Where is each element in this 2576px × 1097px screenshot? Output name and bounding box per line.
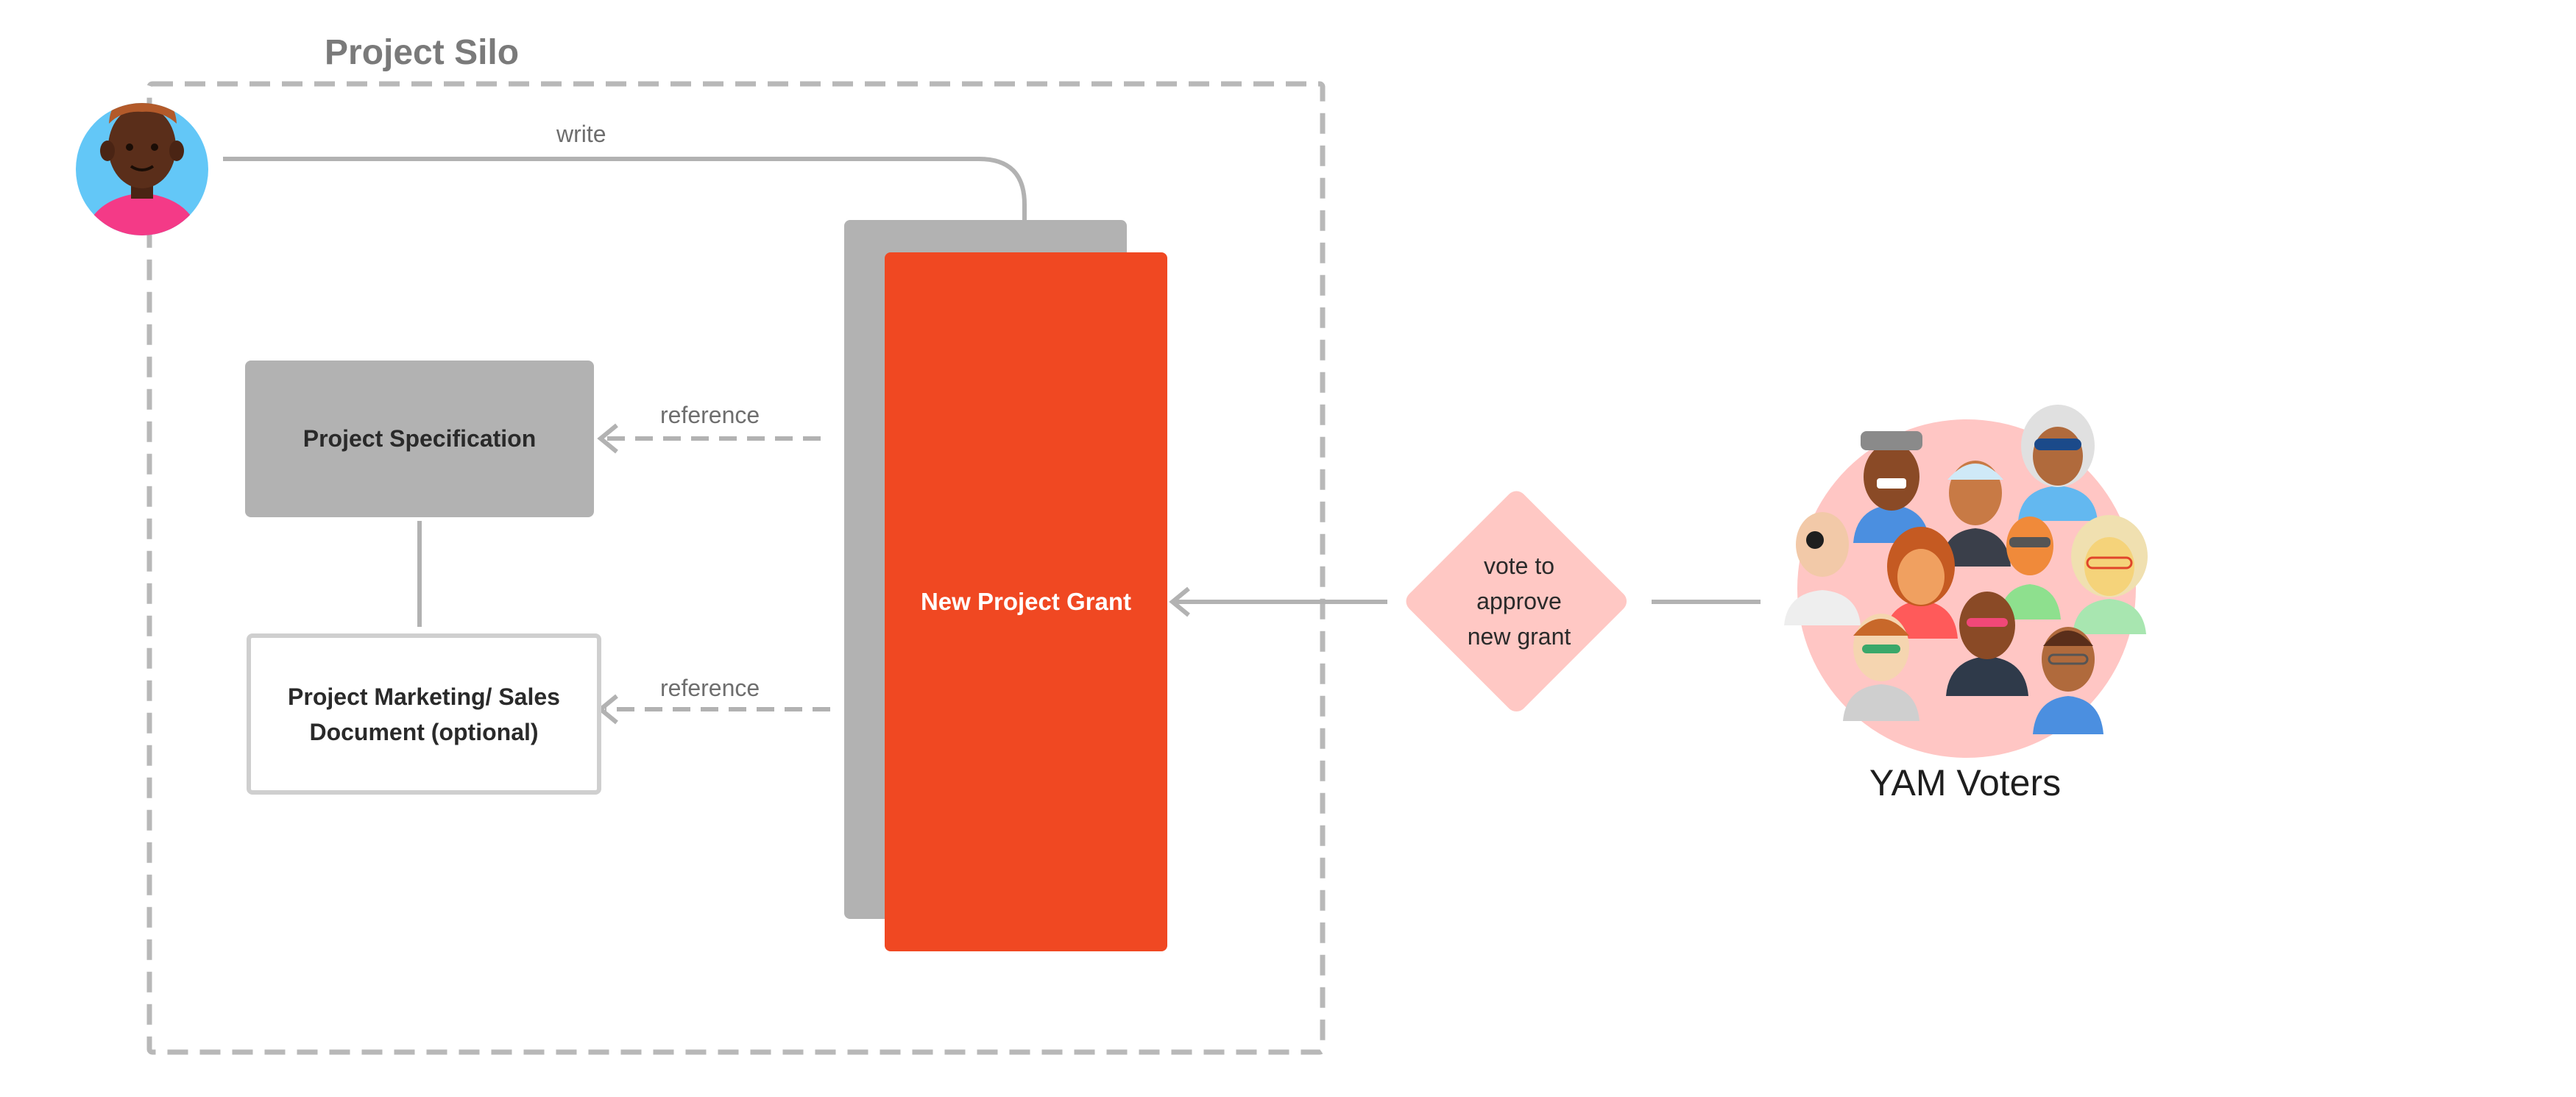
project-marketing-box[interactable]: Project Marketing/ Sales Document (optio… (247, 633, 601, 795)
voter-avatar (2033, 627, 2103, 734)
voter-avatar (1884, 527, 1958, 639)
reference-marketing-label: reference (660, 675, 760, 701)
project-marketing-label: Project Marketing/ Sales Document (optio… (288, 683, 560, 745)
silo-title: Project Silo (325, 33, 520, 72)
voter-avatar (2071, 515, 2148, 634)
write-label: write (556, 121, 606, 147)
voter-avatar (2018, 405, 2098, 521)
new-project-grant-box[interactable]: New Project Grant (885, 252, 1167, 951)
vote-line-3: new grant (1467, 623, 1571, 650)
voter-avatar (1946, 592, 2028, 696)
vote-line-1: vote to (1483, 553, 1555, 579)
voter-avatar (1843, 614, 1919, 721)
vote-arrow (1169, 586, 1387, 617)
new-project-grant-label: New Project Grant (920, 588, 1132, 615)
reference-arrow-spec (597, 423, 821, 454)
project-specification-box[interactable]: Project Specification (245, 361, 594, 517)
vote-line-2: approve (1476, 588, 1562, 614)
voter-avatar (1999, 516, 2061, 619)
author-avatar-icon (76, 103, 208, 235)
reference-spec-label: reference (660, 402, 760, 428)
write-connector (223, 157, 1027, 221)
voter-avatar (1784, 512, 1861, 625)
voters-group-icon (1784, 405, 2148, 758)
vote-diamond (1406, 491, 1627, 712)
project-silo-boundary (146, 81, 1326, 1055)
vote-diamond-label: vote to approve new grant (1446, 548, 1593, 654)
yam-voters-label: YAM Voters (1869, 762, 2062, 803)
voter-avatar (1940, 461, 2011, 567)
project-specification-label: Project Specification (302, 425, 537, 452)
